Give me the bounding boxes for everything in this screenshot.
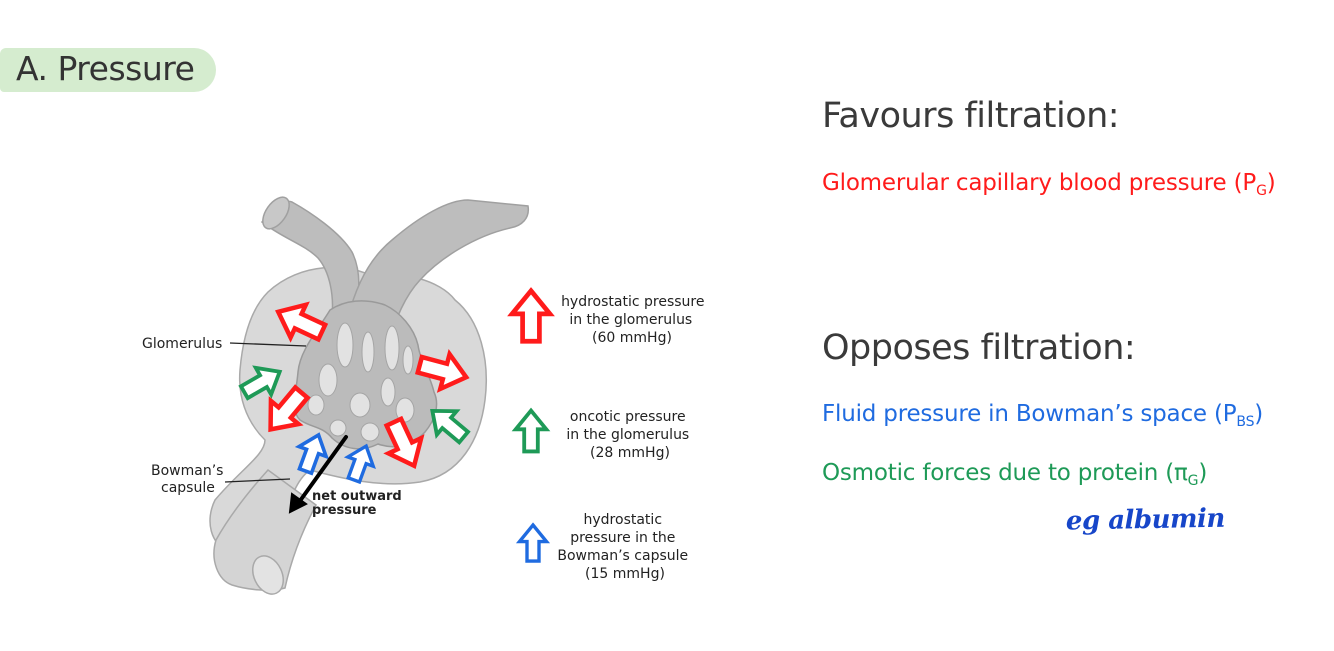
efferent-arteriole-shape [347, 199, 530, 342]
glomerulus-diagram: Glomerulus Bowman’s capsule net outward … [142, 196, 709, 595]
favours-item-glomerular-pressure: Glomerular capillary blood pressure (PG) [822, 170, 1276, 199]
favours-heading: Favours filtration: [822, 96, 1120, 136]
glomerulus-leader-line [229, 342, 307, 347]
legend-green-arrow [513, 408, 549, 454]
opposes-item2-sub: G [1187, 473, 1199, 489]
bowmans-leader-line [224, 478, 291, 483]
handwritten-note-text: eg albumin [1066, 504, 1225, 537]
opposes-item1-text: Fluid pressure in Bowman’s space (P [822, 401, 1237, 427]
opposes-item2-text: Osmotic forces due to protein (π [822, 460, 1188, 486]
favours-item-sub: G [1256, 183, 1267, 199]
legend-red-arrow [512, 291, 550, 341]
opposes-item1-close: ) [1254, 401, 1264, 427]
opposes-item-bowman-pressure: Fluid pressure in Bowman’s space (PBS) [822, 401, 1263, 430]
net-outward-label-line2: pressure [312, 503, 377, 518]
net-outward-arrow [288, 435, 348, 514]
section-title-text: A. Pressure [16, 49, 195, 88]
tubule-opening [252, 555, 284, 595]
section-title: A. Pressure [0, 46, 218, 92]
favours-item-text: Glomerular capillary blood pressure (P [822, 170, 1257, 196]
bowmans-label-line1: Bowman’s [151, 463, 223, 479]
opposes-item-osmotic-forces: Osmotic forces due to protein (πG) [822, 460, 1207, 489]
opposes-item2-close: ) [1198, 460, 1208, 486]
bowmans-label-line2: capsule [161, 480, 215, 496]
opposes-heading: Opposes filtration: [822, 328, 1136, 368]
favours-item-close: ) [1266, 170, 1276, 196]
legend-hydrostatic-bowman: hydrostatic pressure in the Bowman’s cap… [557, 512, 692, 582]
net-outward-label-line1: net outward [312, 489, 402, 504]
handwritten-note: eg albumin [1066, 504, 1225, 537]
legend: hydrostatic pressure in the glomerulus (… [512, 291, 709, 582]
legend-oncotic-glom: oncotic pressure in the glomerulus (28 m… [566, 409, 693, 461]
legend-hydrostatic-glom: hydrostatic pressure in the glomerulus (… [561, 294, 709, 346]
capillary-loops [307, 322, 415, 442]
title-highlight [0, 48, 216, 92]
legend-blue-arrow [517, 523, 549, 563]
glomerulus-label: Glomerulus [142, 336, 222, 352]
opposes-item1-sub: BS [1236, 414, 1255, 430]
